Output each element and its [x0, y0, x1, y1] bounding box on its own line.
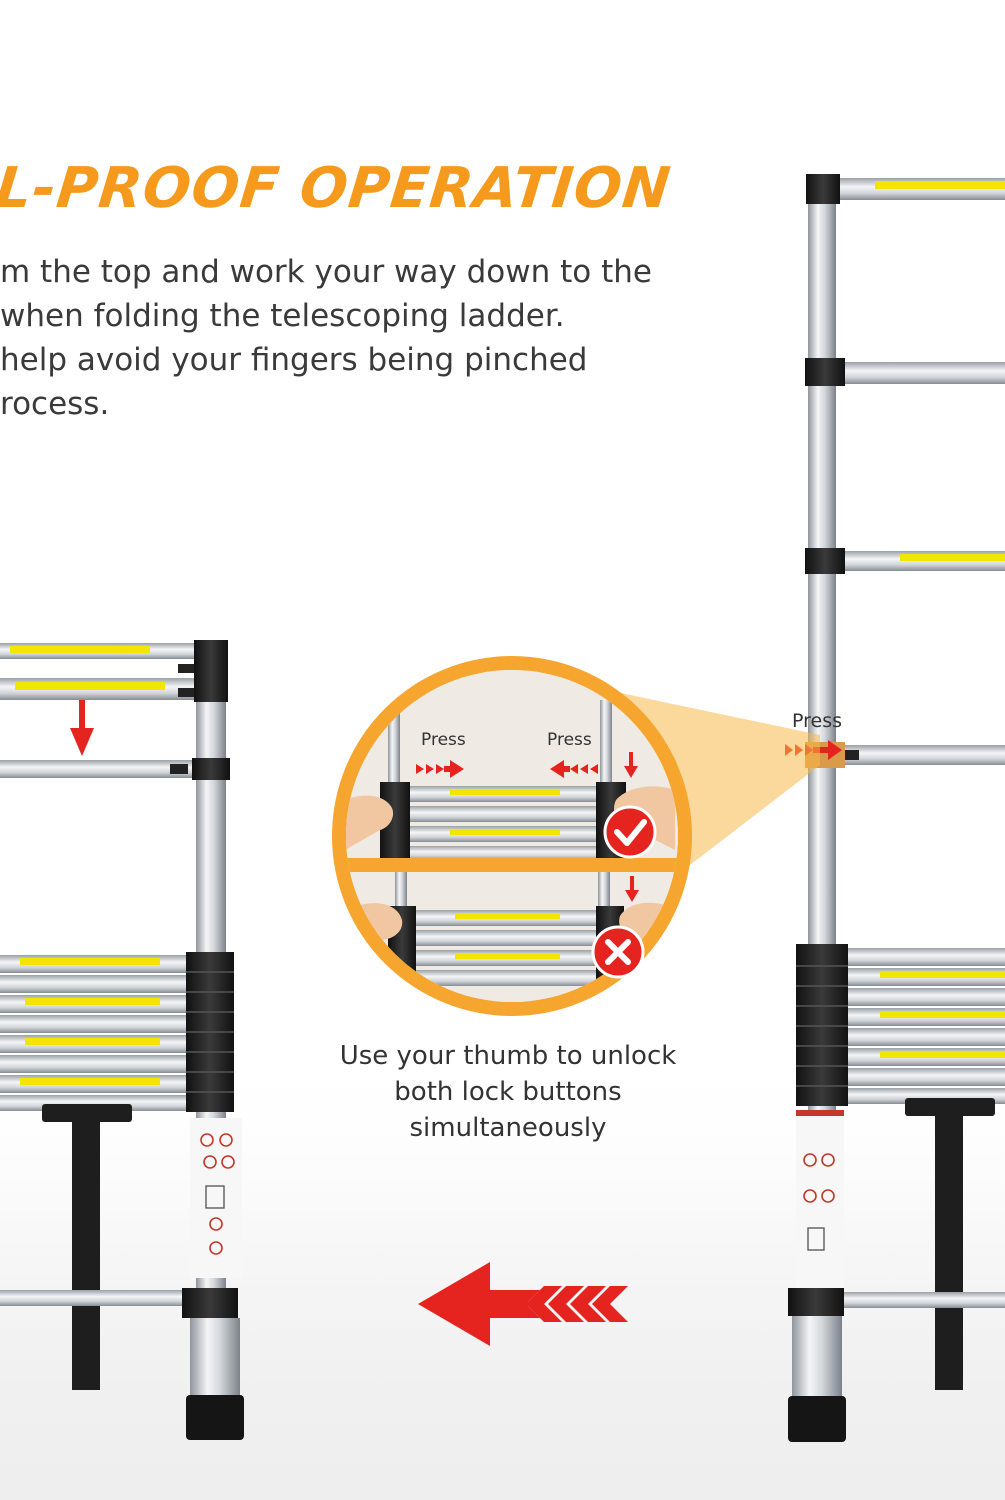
inset-press-label-left: Press	[421, 730, 466, 750]
right-strap	[935, 1110, 963, 1390]
left-mid-rung	[0, 760, 215, 778]
left-strap-handle	[42, 1104, 132, 1122]
detail-inset	[332, 656, 692, 1016]
left-arrow-icon	[418, 1262, 628, 1346]
right-ladder	[785, 174, 1005, 1442]
check-mark-icon	[603, 805, 657, 859]
right-ladder-press-label: Press	[792, 710, 843, 732]
right-rung-4	[835, 745, 1005, 765]
right-top-lock	[806, 174, 840, 204]
right-foot	[788, 1396, 846, 1442]
right-lock-stack	[796, 944, 848, 1106]
caption-line-2: both lock buttons	[394, 1077, 622, 1107]
instruction-text: m the top and work your way down to the …	[0, 250, 700, 426]
left-ladder	[0, 640, 244, 1440]
left-warning-sticker	[190, 1118, 242, 1278]
left-rung-label-2	[15, 682, 165, 690]
right-strap-handle	[905, 1098, 995, 1116]
left-foot	[186, 1395, 244, 1440]
right-bottom-rung	[838, 1292, 1005, 1308]
inset-press-arrow-right	[550, 760, 598, 778]
inset-down-arrow-bottom	[625, 876, 639, 902]
instruction-line-2: when folding the telescoping ladder.	[0, 298, 565, 334]
inset-press-label-right: Press	[547, 730, 592, 750]
left-collapsed-rungs	[0, 955, 200, 1111]
down-arrow-icon	[70, 700, 94, 756]
left-strap	[72, 1118, 100, 1390]
left-top-lock	[194, 640, 228, 702]
right-collapsed-rungs	[838, 948, 1005, 1104]
left-bottom-rung	[0, 1290, 200, 1306]
caption-line-3: simultaneously	[409, 1113, 607, 1143]
caption-line-1: Use your thumb to unlock	[339, 1041, 677, 1071]
cross-mark-icon	[591, 925, 645, 979]
instruction-line-3: help avoid your fingers being pinched	[0, 342, 588, 378]
inset-down-arrow-top	[624, 752, 638, 778]
inset-caption: Use your thumb to unlock both lock butto…	[318, 1038, 698, 1146]
right-warning-sticker	[796, 1110, 844, 1290]
instruction-line-4: rocess.	[0, 386, 110, 422]
instruction-line-1: m the top and work your way down to the	[0, 254, 652, 290]
inset-press-arrow-left	[416, 760, 464, 778]
right-rung-2	[835, 362, 1005, 384]
left-rung-label	[10, 646, 150, 653]
